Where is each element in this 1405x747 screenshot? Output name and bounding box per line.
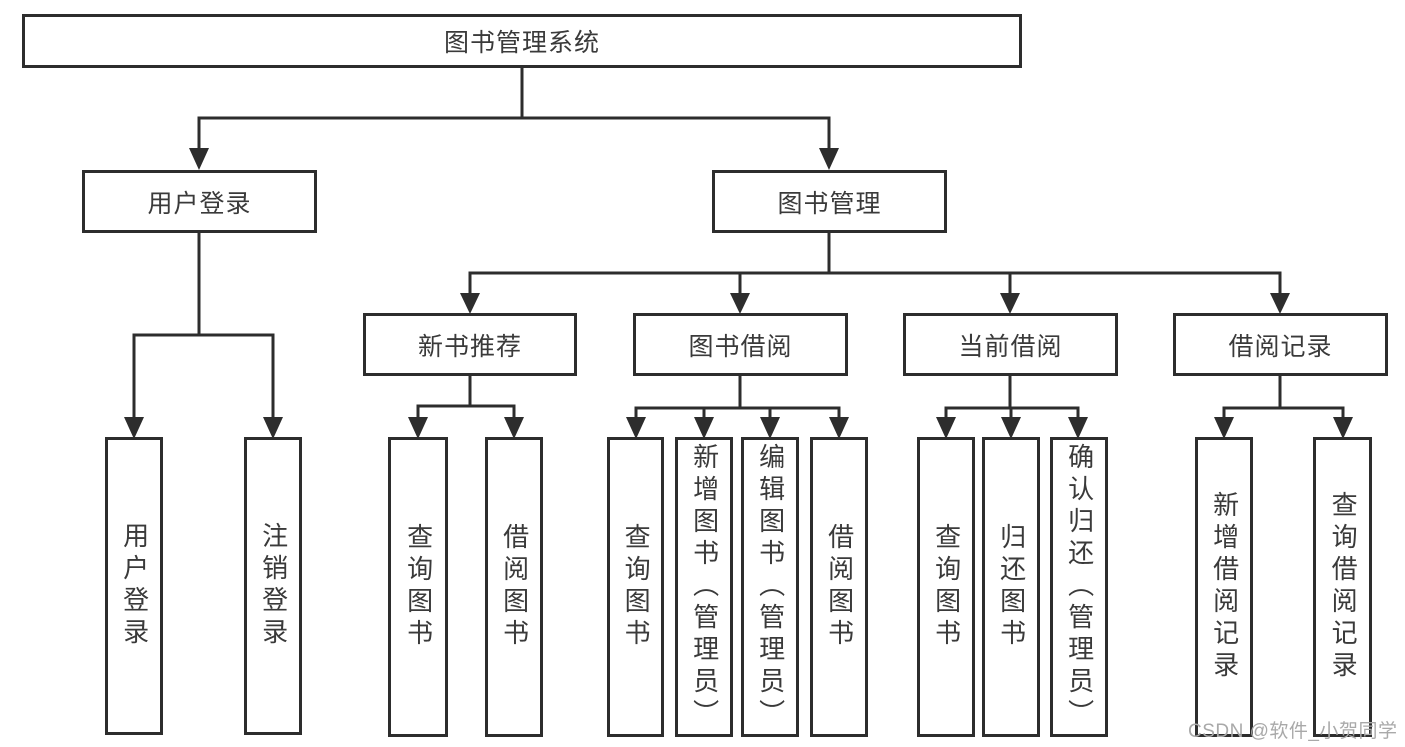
node-borrow-records-label: 借阅记录 — [1228, 332, 1333, 361]
leaf-br-query-record: 查询借阅记录 — [1313, 437, 1372, 737]
node-user-login-label: 用户登录 — [147, 189, 252, 218]
leaf-bb-add-books-admin-label: 新增图书（管理员） — [689, 443, 720, 731]
leaf-cb-query-books: 查询图书 — [917, 437, 975, 737]
leaf-br-add-record-label: 新增借阅记录 — [1209, 491, 1240, 683]
node-borrow-records: 借阅记录 — [1173, 313, 1388, 376]
leaf-cb-confirm-return-admin: 确认归还（管理员） — [1050, 437, 1108, 737]
leaf-bb-borrow-books-label: 借阅图书 — [824, 523, 855, 651]
leaf-cb-return-books-label: 归还图书 — [996, 523, 1027, 651]
node-current-borrow-label: 当前借阅 — [958, 332, 1063, 361]
node-book-management-label: 图书管理 — [777, 189, 882, 218]
leaf-logout-login: 注销登录 — [244, 437, 302, 735]
node-book-management: 图书管理 — [712, 170, 947, 233]
node-root: 图书管理系统 — [22, 14, 1022, 68]
node-book-borrow-label: 图书借阅 — [688, 332, 793, 361]
node-book-borrow: 图书借阅 — [633, 313, 848, 376]
leaf-nb-query-books: 查询图书 — [388, 437, 448, 737]
leaf-bb-query-books-label: 查询图书 — [621, 523, 652, 651]
watermark: CSDN @软件_小贺同学 — [1188, 721, 1398, 742]
leaf-nb-query-books-label: 查询图书 — [403, 523, 434, 651]
leaf-br-add-record: 新增借阅记录 — [1195, 437, 1253, 737]
node-root-label: 图书管理系统 — [443, 29, 600, 57]
leaf-logout-login-label: 注销登录 — [258, 522, 289, 650]
leaf-nb-borrow-books-label: 借阅图书 — [499, 523, 530, 651]
leaf-bb-edit-books-admin-label: 编辑图书（管理员） — [755, 443, 786, 731]
leaf-nb-borrow-books: 借阅图书 — [485, 437, 543, 737]
leaf-cb-confirm-return-admin-label: 确认归还（管理员） — [1064, 443, 1095, 731]
leaf-user-login: 用户登录 — [105, 437, 163, 735]
leaf-bb-add-books-admin: 新增图书（管理员） — [675, 437, 733, 737]
leaf-br-query-record-label: 查询借阅记录 — [1328, 491, 1359, 683]
leaf-bb-query-books: 查询图书 — [607, 437, 664, 737]
leaf-user-login-label: 用户登录 — [119, 522, 150, 650]
node-user-login: 用户登录 — [82, 170, 317, 233]
leaf-bb-borrow-books: 借阅图书 — [810, 437, 868, 737]
node-new-book-recommend-label: 新书推荐 — [417, 332, 522, 361]
leaf-cb-return-books: 归还图书 — [982, 437, 1040, 737]
leaf-bb-edit-books-admin: 编辑图书（管理员） — [741, 437, 799, 737]
leaf-cb-query-books-label: 查询图书 — [931, 523, 962, 651]
node-current-borrow: 当前借阅 — [903, 313, 1118, 376]
node-new-book-recommend: 新书推荐 — [363, 313, 577, 376]
